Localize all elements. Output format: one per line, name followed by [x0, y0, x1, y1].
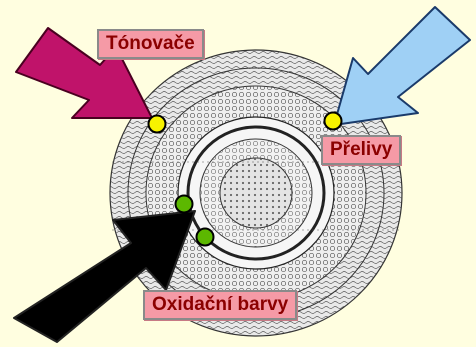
gloss-label: Přelivy — [321, 135, 401, 165]
black-arrow-icon — [14, 211, 195, 342]
oxidation-dye-label: Oxidační barvy — [143, 290, 297, 320]
oxidation-marker-dot-lower — [197, 229, 214, 246]
gloss-marker-dot — [325, 113, 342, 130]
light-blue-arrow-icon — [334, 7, 470, 125]
toner-label: Tónovače — [97, 29, 204, 59]
toner-marker-dot — [149, 116, 166, 133]
oxidation-marker-dot-upper — [176, 196, 193, 213]
